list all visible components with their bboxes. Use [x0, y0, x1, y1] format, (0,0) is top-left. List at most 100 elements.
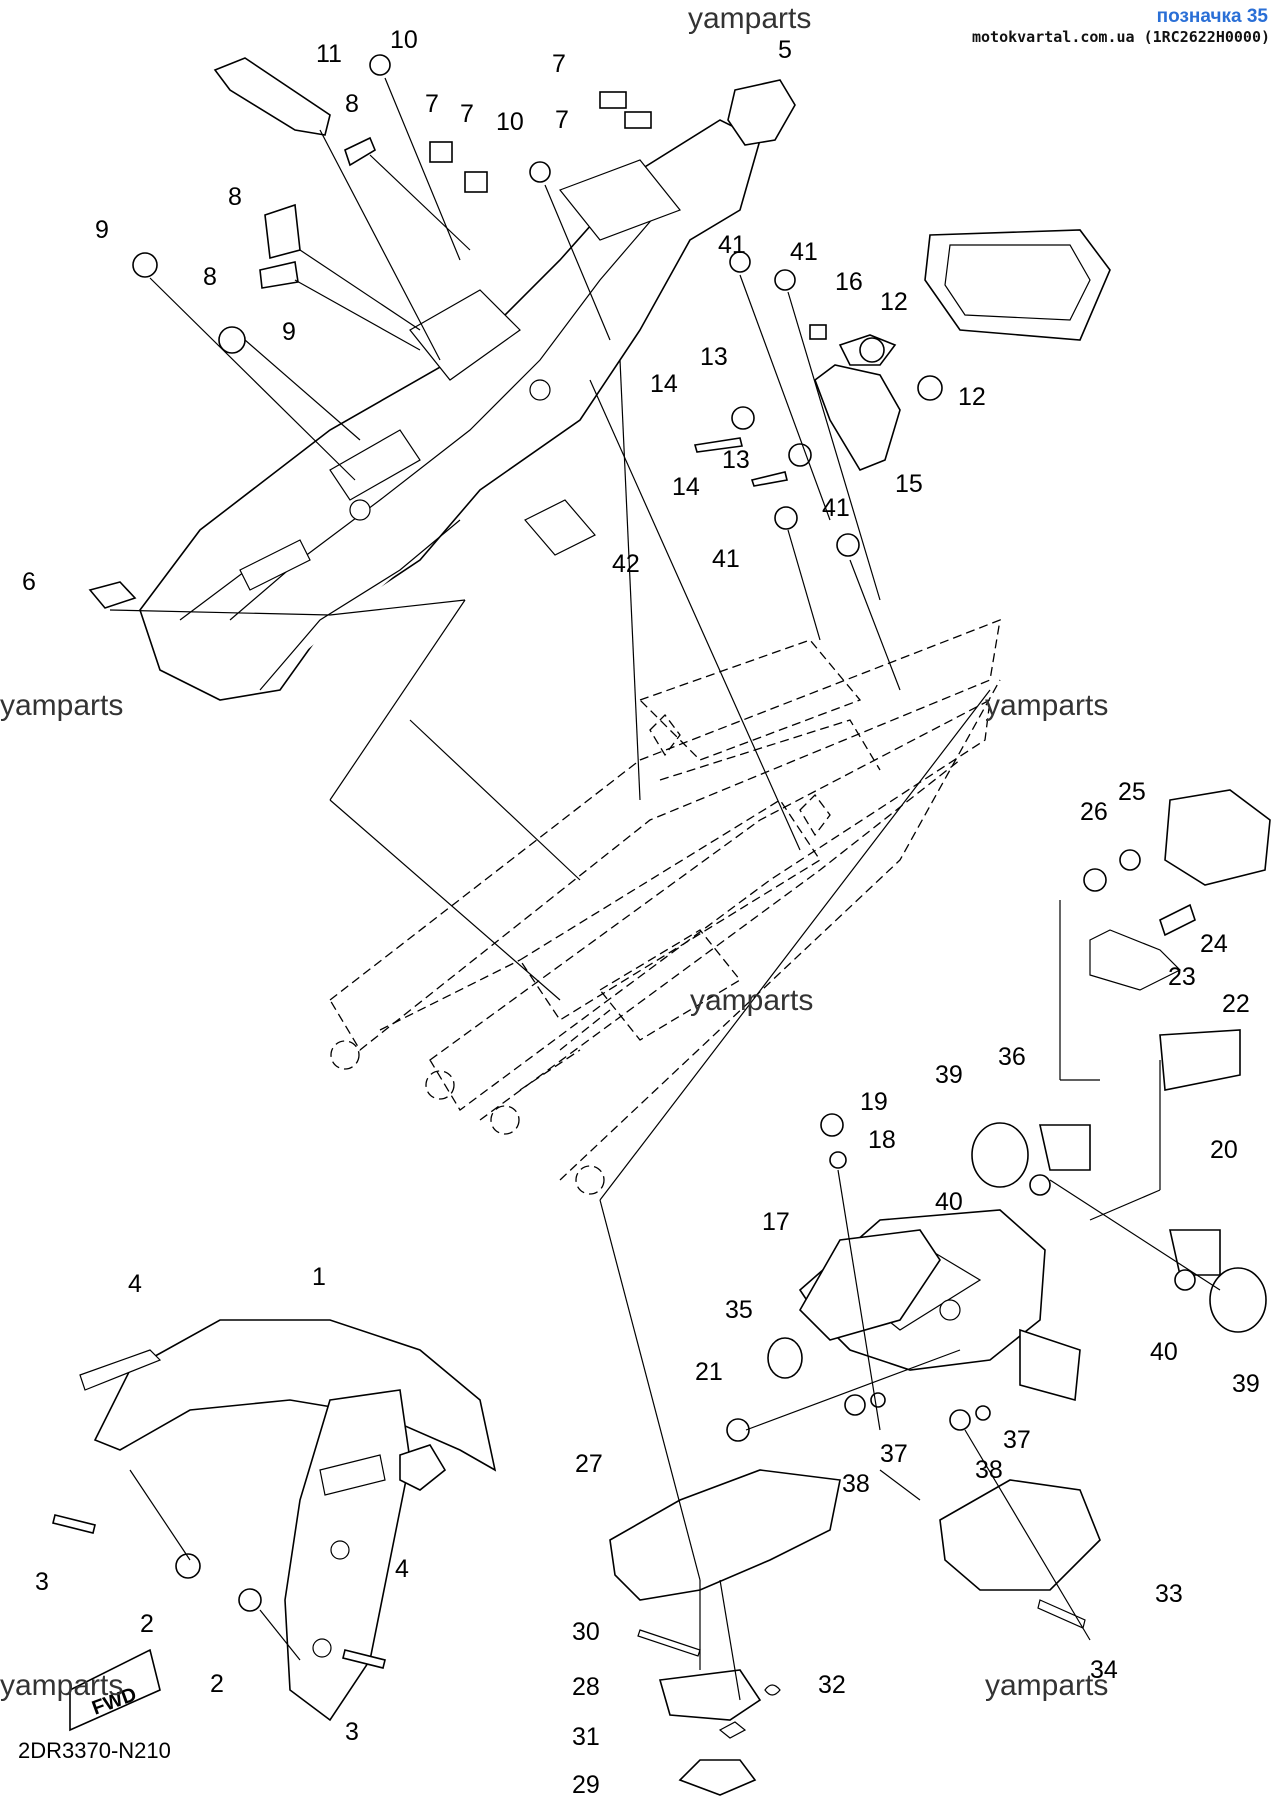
watermarks: yamparts yamparts yamparts yamparts yamp…: [0, 2, 1108, 1702]
part-27-bracket: [609, 1469, 841, 1601]
callout-39: 39: [935, 1061, 963, 1089]
part-36-bracket: [1039, 1124, 1091, 1171]
part-12-grommet: [859, 337, 885, 363]
callout-35: 35: [725, 1296, 753, 1324]
diagram-code: 2DR3370-N210: [18, 1738, 171, 1763]
part-7-clip: [599, 91, 627, 109]
callout-9: 9: [95, 216, 109, 244]
part-39-round-reflector: [971, 1122, 1029, 1188]
callout-8: 8: [345, 90, 359, 118]
callout-1: 1: [312, 1263, 326, 1291]
part-6-tag: [88, 581, 137, 609]
callout-8: 8: [203, 263, 217, 291]
part-8-rubber-block: [259, 261, 299, 289]
part-13-collar: [788, 443, 812, 467]
callout-2: 2: [210, 1670, 224, 1698]
callout-37: 37: [880, 1440, 908, 1468]
part-41-nut: [774, 269, 796, 291]
part-36-bracket: [1169, 1229, 1221, 1276]
part-17-cover: [799, 1229, 941, 1341]
callout-24: 24: [1200, 930, 1228, 958]
part-39-round-reflector: [1209, 1267, 1267, 1333]
callout-14: 14: [650, 370, 678, 398]
part-32-clip: [764, 1684, 781, 1696]
part-40-nut: [1029, 1174, 1051, 1196]
watermark: yamparts: [0, 689, 123, 722]
callout-32: 32: [818, 1671, 846, 1699]
callout-6: 6: [22, 568, 36, 596]
callout-16: 16: [835, 268, 863, 296]
part-35-damper: [767, 1337, 803, 1379]
callouts: 11 10 7 5 7 8 7 7 10 8 9 8 9 6 41 41 16 …: [22, 26, 1260, 1799]
watermark: yamparts: [985, 689, 1108, 722]
part-38-nut: [949, 1409, 971, 1431]
callout-42: 42: [612, 550, 640, 578]
part-3-bolt: [342, 1649, 386, 1669]
part-41-nut: [774, 506, 798, 530]
part-38-nut: [844, 1394, 866, 1416]
callout-13: 13: [700, 343, 728, 371]
part-7-clip: [429, 141, 453, 163]
callout-20: 20: [1210, 1136, 1238, 1164]
part-16-clip: [809, 324, 827, 340]
part-11-strap: [213, 57, 331, 136]
callout-41: 41: [790, 238, 818, 266]
watermark: yamparts: [0, 1669, 123, 1702]
part-25-collar: [1119, 849, 1141, 871]
callout-36: 36: [998, 1043, 1026, 1071]
callout-17: 17: [762, 1208, 790, 1236]
part-31-spring: [718, 1721, 747, 1739]
callout-8: 8: [228, 183, 242, 211]
part-5-cover: [727, 79, 796, 146]
part-37-washer: [975, 1405, 991, 1421]
callout-13: 13: [722, 446, 750, 474]
tail-light-assembly: [814, 229, 1111, 471]
callout-38: 38: [975, 1456, 1003, 1484]
part-18-washer: [829, 1151, 847, 1169]
watermark: yamparts: [688, 2, 811, 35]
callout-40: 40: [935, 1188, 963, 1216]
part-33-mount: [939, 1479, 1101, 1591]
part-10-bolt: [529, 161, 551, 183]
callout-7: 7: [460, 100, 474, 128]
part-30-rod: [637, 1629, 701, 1657]
part-34-bolt: [1037, 1599, 1086, 1629]
callout-3: 3: [345, 1718, 359, 1746]
part-7-clip: [464, 171, 488, 193]
part-14-screw: [750, 471, 788, 487]
callout-10: 10: [390, 26, 418, 54]
callout-2: 2: [140, 1610, 154, 1638]
part-2-grommet: [238, 1588, 262, 1612]
part-2-grommet: [175, 1553, 201, 1579]
part-41-nut: [836, 533, 860, 557]
callout-10: 10: [496, 108, 524, 136]
callout-37: 37: [1003, 1426, 1031, 1454]
callout-28: 28: [572, 1673, 600, 1701]
callout-18: 18: [868, 1126, 896, 1154]
part-40-nut: [1174, 1269, 1196, 1291]
part-28-latch: [658, 1669, 762, 1721]
part-19-bolt: [820, 1113, 844, 1137]
callout-4: 4: [395, 1555, 409, 1583]
part-3-bolt: [52, 1514, 96, 1534]
part-41-nut: [729, 251, 751, 273]
callout-30: 30: [572, 1618, 600, 1646]
header-site-text: motokvartal.com.ua (1RC2622H0000): [971, 28, 1270, 46]
turn-signal-assembly: [1083, 789, 1271, 991]
callout-7: 7: [552, 50, 566, 78]
callout-15: 15: [895, 470, 923, 498]
callout-12: 12: [880, 288, 908, 316]
callout-19: 19: [860, 1088, 888, 1116]
part-10-bolt: [369, 54, 391, 76]
callout-3: 3: [35, 1568, 49, 1596]
callout-26: 26: [1080, 798, 1108, 826]
callout-7: 7: [425, 90, 439, 118]
callout-5: 5: [778, 36, 792, 64]
part-8-rubber-block: [344, 136, 377, 167]
leader-lines: [109, 77, 1221, 1701]
callout-14: 14: [672, 473, 700, 501]
callout-21: 21: [695, 1358, 723, 1386]
part-26-grommet: [1083, 868, 1107, 892]
part-42-label: [524, 499, 596, 556]
part-14-screw: [693, 437, 743, 453]
